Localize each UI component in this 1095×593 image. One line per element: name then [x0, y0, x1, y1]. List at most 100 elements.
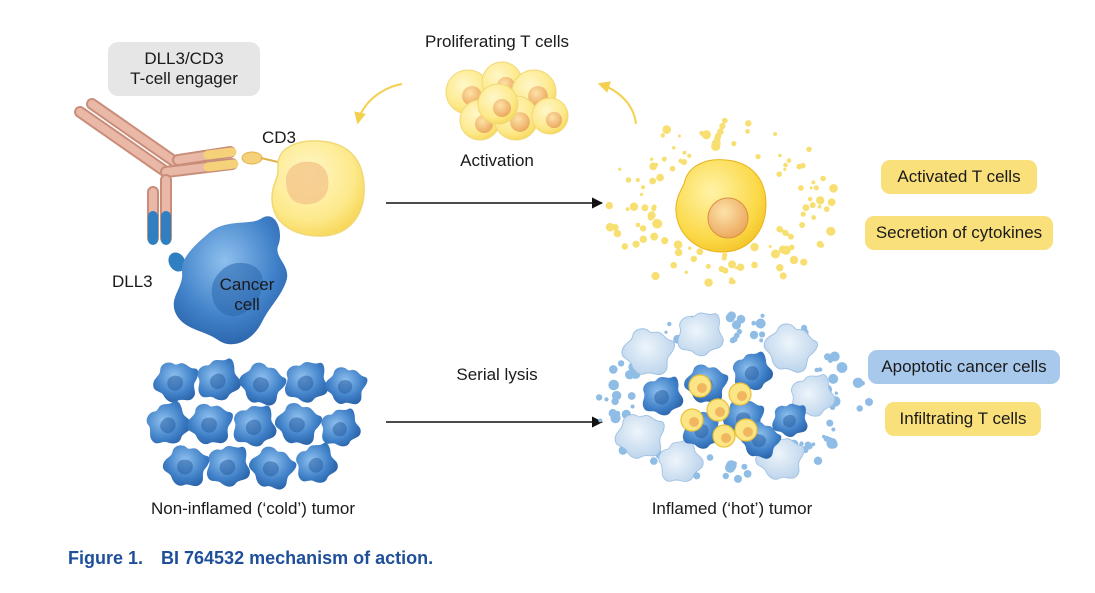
cold-tumor-cell	[233, 405, 277, 447]
cytokine-dot	[776, 264, 784, 272]
cytokine-dot	[662, 125, 671, 134]
hot-tumor-cancer-cell	[642, 376, 684, 416]
cytokine-dot	[745, 129, 750, 134]
cytokine-dot	[651, 206, 657, 212]
cytokine-dot	[604, 397, 609, 402]
hot-tumor-label: Inflamed (‘hot’) tumor	[651, 499, 813, 518]
cold-tumor-cell	[274, 403, 323, 445]
cytokine-dot	[705, 263, 711, 269]
cytokine-dots	[605, 117, 838, 287]
cytokine-dot	[651, 271, 660, 281]
cytokine-dot	[749, 330, 759, 340]
cytokine-dot	[755, 318, 766, 329]
cytokine-dot	[609, 365, 618, 374]
cytokine-dot	[826, 419, 834, 427]
cytokine-dot	[722, 472, 729, 480]
apoptotic-cancer-cell	[763, 323, 818, 373]
cytokine-dot	[823, 206, 830, 213]
cytokine-dot	[661, 237, 669, 245]
cytokine-dot	[625, 177, 632, 183]
cytokine-dot	[817, 367, 823, 372]
cytokine-dot	[779, 228, 784, 233]
cd3-label: CD3	[262, 128, 297, 147]
cold-tumor-cluster	[146, 358, 368, 490]
cytokine-dot	[776, 171, 782, 177]
cold-tumor-cell	[284, 362, 329, 403]
cytokine-dot	[789, 255, 799, 265]
cytokine-dot	[799, 222, 806, 228]
cytokine-dot	[660, 133, 665, 138]
cytokine-dot	[727, 311, 736, 321]
cytokine-dot	[759, 331, 766, 338]
cytokine-dot	[661, 156, 667, 162]
cytokine-dot	[677, 134, 681, 138]
cold-tumor-cell	[239, 362, 287, 406]
cytokine-dot	[809, 202, 816, 209]
proliferation-arrow-right	[597, 81, 637, 125]
cytokine-dot	[714, 132, 722, 140]
cytokine-dot	[836, 362, 848, 373]
cytokine-dot	[827, 198, 836, 207]
cytokine-dot	[673, 240, 683, 249]
cytokine-dot	[598, 418, 603, 423]
legend-activated-t-cells: Activated T cells	[881, 160, 1037, 194]
cytokine-dot	[701, 130, 712, 140]
activation-label: Activation	[460, 151, 534, 170]
cytokine-dot	[729, 337, 736, 344]
legend-infiltrating-t-cells: Infiltrating T cells	[885, 402, 1041, 436]
figure-title: BI 764532 mechanism of action.	[161, 548, 434, 568]
cytokine-dot	[650, 457, 658, 465]
cytokine-dot	[654, 162, 659, 167]
cytokine-dot	[856, 405, 863, 412]
cytokine-dot	[640, 192, 644, 197]
cytokine-dot	[778, 245, 788, 254]
cytokine-dot	[860, 380, 865, 386]
cytokine-dot	[635, 177, 640, 183]
cytokine-dot	[865, 398, 873, 406]
infiltrating-t-cell	[734, 418, 758, 442]
cytokine-dot	[690, 255, 697, 263]
cytokine-dot	[684, 270, 688, 274]
proliferating-label: Proliferating T cells	[425, 32, 569, 51]
cytokine-dot	[641, 204, 649, 212]
serial-lysis-label: Serial lysis	[456, 365, 538, 384]
cytokine-dot	[798, 185, 804, 191]
cytokine-dot	[783, 167, 787, 171]
figure-number: Figure 1.	[68, 548, 144, 568]
figure-caption: Figure 1. BI 764532 mechanism of action.	[68, 548, 433, 569]
cytokine-dot	[741, 463, 748, 470]
cytokine-dot	[605, 222, 615, 232]
cytokine-dot	[706, 454, 714, 461]
cold-tumor-cell	[197, 358, 241, 401]
cytokine-dot	[768, 245, 772, 248]
cold-tumor-cell	[249, 446, 297, 490]
cytokine-dot	[751, 261, 758, 269]
cold-tumor-cell	[325, 367, 368, 405]
cytokine-dot	[800, 211, 806, 217]
cytokine-dot	[789, 244, 795, 251]
t-cell-engager-label: DLL3/CD3 T-cell engager	[108, 42, 260, 96]
cytokine-dot	[629, 202, 639, 211]
cytokine-dot	[778, 153, 782, 158]
legend-cytokines: Secretion of cytokines	[865, 216, 1053, 250]
cold-tumor-cell	[187, 403, 233, 445]
cytokine-dot	[829, 184, 838, 193]
cold-tumor-cell	[153, 362, 199, 403]
cytokine-dot	[811, 180, 816, 185]
dll3-label: DLL3	[112, 272, 153, 291]
cytokine-dot	[759, 338, 764, 343]
cytokine-dot	[630, 404, 635, 409]
apoptotic-cancer-cell	[621, 328, 676, 376]
proliferating-t-cells-cluster	[445, 61, 569, 141]
cold-tumor-cell	[321, 408, 361, 447]
infiltrating-t-cell	[688, 374, 712, 398]
apoptotic-cancer-cell	[677, 312, 724, 357]
t-cell-engager-antibody	[74, 98, 239, 245]
cytokine-dot	[828, 373, 839, 384]
cytokine-dot	[687, 153, 692, 158]
cytokine-dot	[807, 196, 813, 202]
cytokine-dot	[786, 158, 792, 163]
cytokine-dot	[788, 233, 794, 240]
cytokine-dot	[814, 367, 820, 373]
